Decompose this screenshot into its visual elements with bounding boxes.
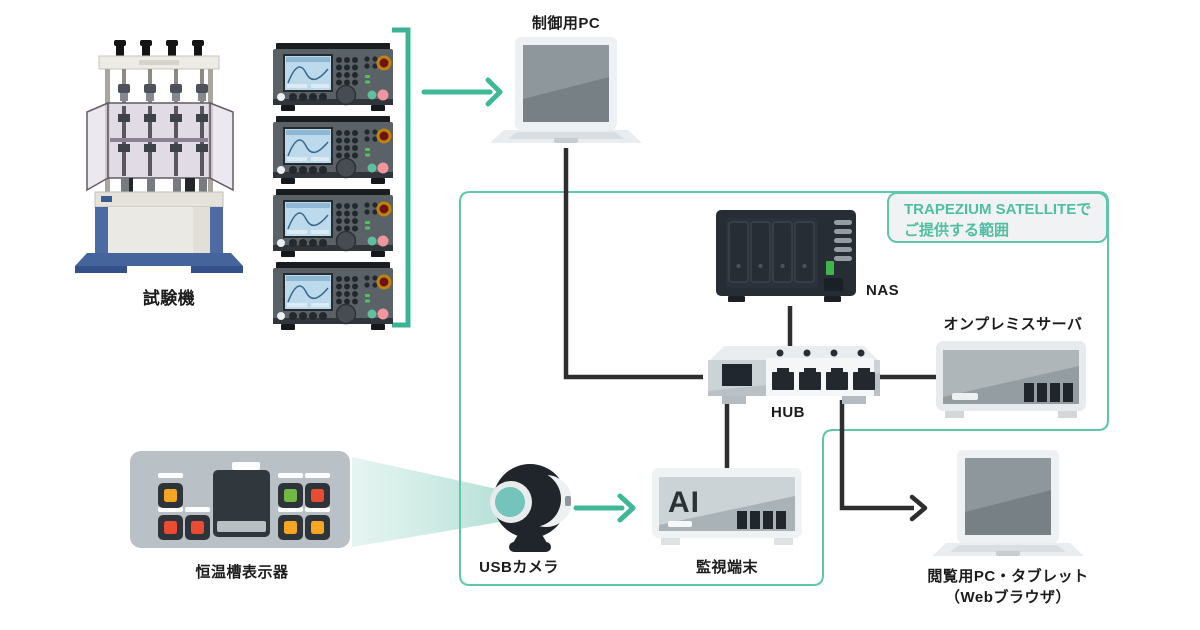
label-test-machine: 試験機 <box>142 289 196 308</box>
controller-unit-4 <box>273 262 393 335</box>
label-chamber-display: 恒温槽表示器 <box>195 564 289 581</box>
hub-icon <box>708 346 880 404</box>
arrow-camera-to-terminal <box>573 493 636 523</box>
label-onprem-server: オンプレミスサーバ <box>943 316 1083 333</box>
monitor-terminal-icon: AI <box>652 468 802 545</box>
scope-note-line1: TRAPEZIUM SATELLITEで <box>904 201 1092 218</box>
usb-camera-icon <box>490 464 571 552</box>
control-pc-icon <box>490 37 642 147</box>
wire-hub-to-viewer <box>839 400 914 511</box>
label-control-pc: 制御用PC <box>531 15 601 32</box>
usb-camera-device <box>489 463 571 553</box>
server-icon <box>936 341 1086 418</box>
label-viewer-pc-line2: （Webブラウザ） <box>945 589 1071 606</box>
laptop-icon <box>932 450 1084 556</box>
test-machine-icon <box>75 40 243 273</box>
chamber-display-icon <box>130 451 350 548</box>
scope-boundary <box>459 191 1109 586</box>
nas-icon <box>716 210 856 302</box>
controller-bracket <box>392 27 411 328</box>
scope-note-line2: ご提供する範囲 <box>904 222 1010 239</box>
camera-view-beam <box>352 457 506 547</box>
camera-lens <box>495 487 525 517</box>
chamber-display-device <box>130 451 350 548</box>
label-usb-camera: USBカメラ <box>479 559 559 576</box>
controller-unit-icon <box>273 262 393 330</box>
test-machine-photo <box>75 40 243 275</box>
controller-unit-3 <box>273 189 393 262</box>
ai-badge: AI <box>668 486 700 519</box>
laptop-icon <box>490 37 642 143</box>
controller-unit-icon <box>273 43 393 111</box>
label-viewer-pc-line1: 閲覧用PC・タブレット <box>927 568 1089 585</box>
monitor-terminal-device: AI <box>652 468 802 548</box>
viewer-pc-icon <box>932 450 1084 560</box>
wire-pc-to-hub <box>563 148 703 380</box>
label-viewer-pc: 閲覧用PC・タブレット （Webブラウザ） <box>918 566 1098 608</box>
nas-device <box>716 208 856 302</box>
label-monitor-terminal: 監視端末 <box>695 559 758 576</box>
label-nas: NAS <box>866 282 900 299</box>
controller-unit-2 <box>273 116 393 189</box>
controller-unit-icon <box>273 189 393 257</box>
hub-device <box>708 346 880 406</box>
arrow-controllers-to-pc <box>421 77 503 107</box>
controller-unit-1 <box>273 43 393 116</box>
controller-unit-icon <box>273 116 393 184</box>
arrowhead-to-viewer <box>909 494 928 522</box>
network-wires <box>563 148 938 522</box>
nas-power-led <box>826 261 834 275</box>
scope-note-box: TRAPEZIUM SATELLITEで ご提供する範囲 <box>887 192 1108 243</box>
label-hub: HUB <box>771 404 805 421</box>
onprem-server-device <box>936 341 1086 421</box>
